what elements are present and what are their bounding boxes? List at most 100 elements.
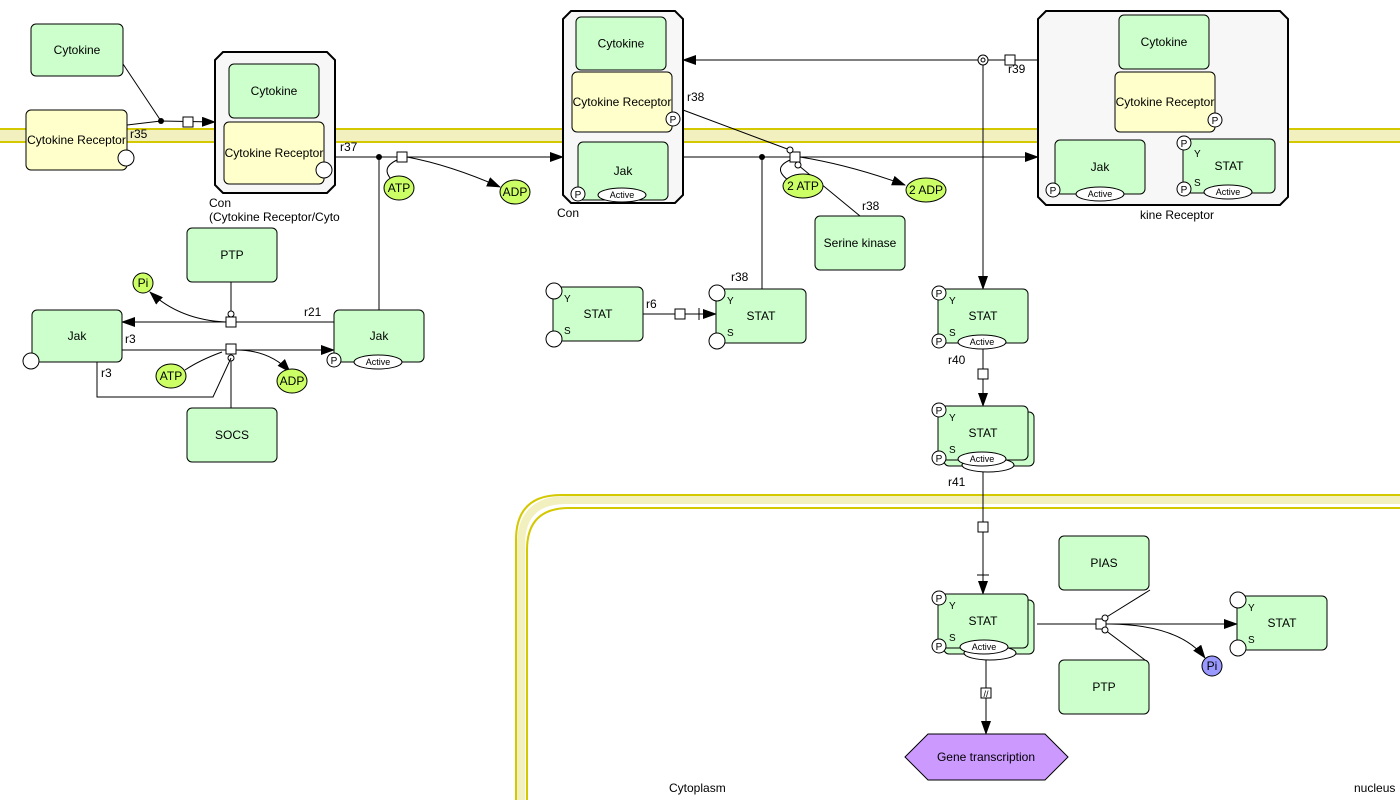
state-label: P (1212, 116, 1219, 127)
complex3-stat[interactable]: STAT (1182, 138, 1276, 194)
active-ellipse (597, 187, 647, 203)
state-circle (1229, 639, 1247, 657)
stat-nuclear-node-label: STAT (1268, 616, 1298, 630)
adp-node-r3-shape (276, 368, 308, 394)
label: S (727, 328, 734, 339)
association-dot (158, 118, 164, 124)
stat-nuclear-node[interactable]: STAT (1236, 595, 1328, 651)
pias-node[interactable]: PIAS (1058, 535, 1150, 591)
state-circle (931, 450, 947, 466)
complex-label: kine Receptor (1140, 208, 1214, 222)
atp2-node[interactable]: 2 ATP (782, 173, 824, 199)
cytokine-receptor-node[interactable]: Cytokine Receptor (25, 109, 128, 171)
state-circle (708, 332, 726, 350)
process-node[interactable] (225, 316, 237, 328)
process-node[interactable] (1095, 618, 1107, 630)
state-site: P (326, 352, 342, 368)
adp-node-r37-shape (499, 179, 531, 205)
state-site: P (931, 402, 947, 418)
stat-node-2[interactable]: STAT (715, 288, 807, 344)
serine-kinase-node[interactable]: Serine kinase (814, 215, 906, 271)
reaction-label: r41 (948, 475, 966, 489)
complex2-receptor-label: Cytokine Receptor (573, 95, 672, 109)
process-node[interactable] (977, 368, 989, 380)
complex2-cytokine[interactable]: Cytokine (575, 16, 667, 71)
complex3-jak-label: Jak (1091, 160, 1111, 174)
adp-node-r3[interactable]: ADP (276, 368, 308, 394)
process-node[interactable] (396, 151, 408, 163)
reaction-edge[interactable] (1109, 623, 1206, 659)
reaction-edge[interactable] (96, 357, 232, 398)
label: S (1194, 178, 1201, 189)
socs-node-shape (186, 407, 278, 463)
reaction-edge[interactable] (682, 109, 791, 151)
reaction-edge[interactable] (780, 159, 791, 181)
reaction-edge[interactable] (797, 164, 861, 217)
ptp-nuclear-node[interactable]: PTP (1058, 659, 1150, 715)
ptp-nuclear-node-shape (1058, 659, 1150, 715)
jak-inactive-node[interactable]: Jak (31, 309, 123, 363)
process-node[interactable] (225, 343, 237, 355)
process-node[interactable] (977, 521, 989, 533)
jak-active-node[interactable]: Jak (333, 309, 425, 363)
ptp-node[interactable]: PTP (186, 227, 278, 283)
reaction-edge[interactable] (126, 116, 216, 127)
process-node[interactable] (1004, 54, 1016, 66)
state-circle (1229, 591, 1247, 609)
state-circle (931, 402, 947, 418)
process-node[interactable] (789, 151, 801, 163)
state-site: P (1207, 112, 1223, 128)
reaction-edge[interactable] (799, 156, 906, 186)
stat-dimer-node[interactable]: STAT (937, 405, 1029, 461)
nucleus-membrane (517, 496, 1400, 800)
reaction-edge[interactable] (149, 291, 227, 323)
state-site (315, 161, 333, 179)
socs-node[interactable]: SOCS (186, 407, 278, 463)
reaction-label: r38 (862, 199, 880, 213)
state-label: P (936, 594, 943, 605)
reaction-edge[interactable] (1104, 589, 1151, 619)
active-badge: Active (1075, 186, 1125, 202)
serine-kinase-node-label: Serine kinase (824, 236, 897, 250)
reaction-label: r35 (130, 127, 148, 141)
stat-dimer-nuclear-node[interactable]: STAT (937, 593, 1029, 649)
gene-transcription-label: Gene transcription (937, 750, 1035, 764)
adp2-node[interactable]: 2 ADP (905, 177, 947, 203)
reaction-edge[interactable] (235, 349, 291, 373)
label: S (949, 633, 956, 644)
pi-nuclear-node[interactable]: Pi (1201, 655, 1223, 677)
active-badge: Active (597, 187, 647, 203)
complex3-receptor[interactable]: Cytokine Receptor (1114, 71, 1216, 133)
atp-node-r37[interactable]: ATP (383, 175, 415, 201)
state-circle (545, 330, 563, 348)
process-node[interactable] (674, 308, 686, 320)
state-site: P (665, 111, 681, 127)
state-site: P (1176, 135, 1192, 151)
reaction-edge[interactable] (1104, 629, 1146, 661)
reaction-edge[interactable] (406, 156, 501, 188)
pias-node-shape (1058, 535, 1150, 591)
state-site (117, 149, 135, 167)
stat-node-1-label: STAT (584, 307, 614, 321)
complex3-jak[interactable]: Jak (1054, 139, 1146, 195)
stat-node-1[interactable]: STAT (552, 286, 644, 342)
active-label: Active (366, 357, 391, 367)
reaction-edge[interactable] (122, 63, 162, 122)
gene-transcription-node[interactable]: Gene transcription (904, 733, 1069, 781)
cytokine-node[interactable]: Cytokine (30, 23, 124, 77)
complex3-cytokine[interactable]: Cytokine (1118, 14, 1210, 70)
complex2-receptor[interactable]: Cytokine Receptor (571, 71, 673, 133)
process-node[interactable] (182, 116, 194, 128)
reaction-label: r6 (646, 297, 657, 311)
complex1-cytokine[interactable]: Cytokine (228, 63, 320, 119)
jak-active-node-label: Jak (370, 329, 390, 343)
pi-node[interactable]: Pi (132, 272, 154, 294)
complex1-receptor[interactable]: Cytokine Receptor (223, 121, 325, 185)
atp-node-r3[interactable]: ATP (155, 363, 187, 389)
reaction-edge[interactable] (184, 351, 223, 371)
process-node[interactable] (980, 687, 992, 699)
adp-node-r37[interactable]: ADP (499, 179, 531, 205)
complex3-stat-label: STAT (1215, 159, 1245, 173)
state-site: P (1045, 182, 1061, 198)
